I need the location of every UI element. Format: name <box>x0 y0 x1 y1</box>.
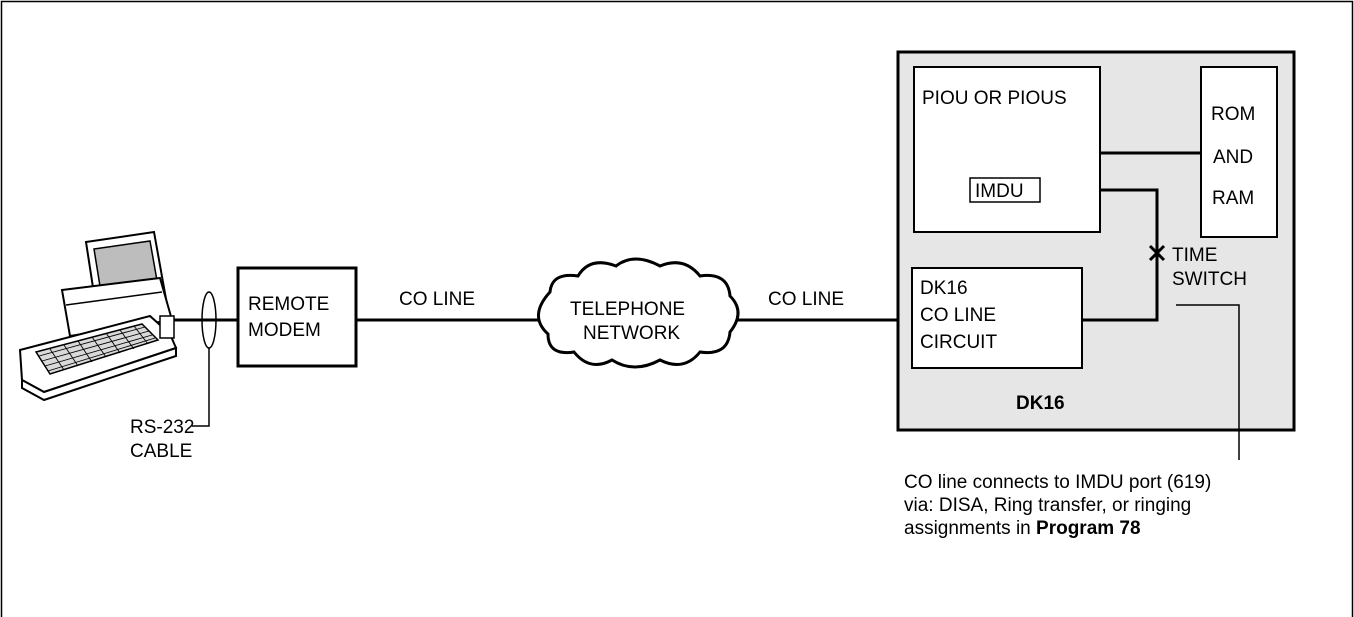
imdu-label: IMDU <box>975 181 1024 202</box>
modem-label-line2: MODEM <box>248 320 321 341</box>
time-switch-label-line1: TIME <box>1172 245 1217 266</box>
network-label-line1: TELEPHONE <box>570 299 685 320</box>
rom-ram-line3: RAM <box>1212 188 1254 209</box>
laptop-computer-icon <box>18 230 178 402</box>
note-program-78: Program 78 <box>1036 518 1141 539</box>
piou-label: PIOU OR PIOUS <box>922 88 1067 109</box>
co-line-right-label: CO LINE <box>768 289 844 310</box>
circuit-label-line1: DK16 <box>920 278 968 299</box>
rom-ram-line2: AND <box>1213 147 1253 168</box>
note-line3-prefix: assignments in <box>904 518 1036 539</box>
co-line-left-label: CO LINE <box>399 289 475 310</box>
note-line3: assignments in Program 78 <box>904 518 1141 539</box>
cable-leader-line <box>192 348 210 427</box>
telephone-network-cloud <box>537 257 740 369</box>
time-switch-label-line2: SWITCH <box>1172 269 1247 290</box>
modem-label-line1: REMOTE <box>248 294 329 315</box>
imdu-box <box>969 177 1041 203</box>
circuit-label-line2: CO LINE <box>920 305 996 326</box>
dk16-title: DK16 <box>1016 393 1065 414</box>
time-switch-x-icon <box>1148 244 1166 262</box>
cable-label-line2: CABLE <box>130 441 192 462</box>
remote-modem-box <box>236 266 358 368</box>
rom-ram-line1: ROM <box>1211 104 1255 125</box>
note-leader-line <box>1176 304 1240 460</box>
rom-ram-box <box>1200 66 1278 238</box>
cable-label-line1: RS-232 <box>130 417 194 438</box>
co-line-circuit-box <box>911 267 1083 369</box>
note-line2: via: DISA, Ring transfer, or ringing <box>904 495 1191 516</box>
note-line1: CO line connects to IMDU port (619) <box>904 472 1211 493</box>
piou-box <box>913 66 1101 233</box>
circuit-label-line3: CIRCUIT <box>920 332 997 353</box>
network-label-line2: NETWORK <box>583 323 680 344</box>
